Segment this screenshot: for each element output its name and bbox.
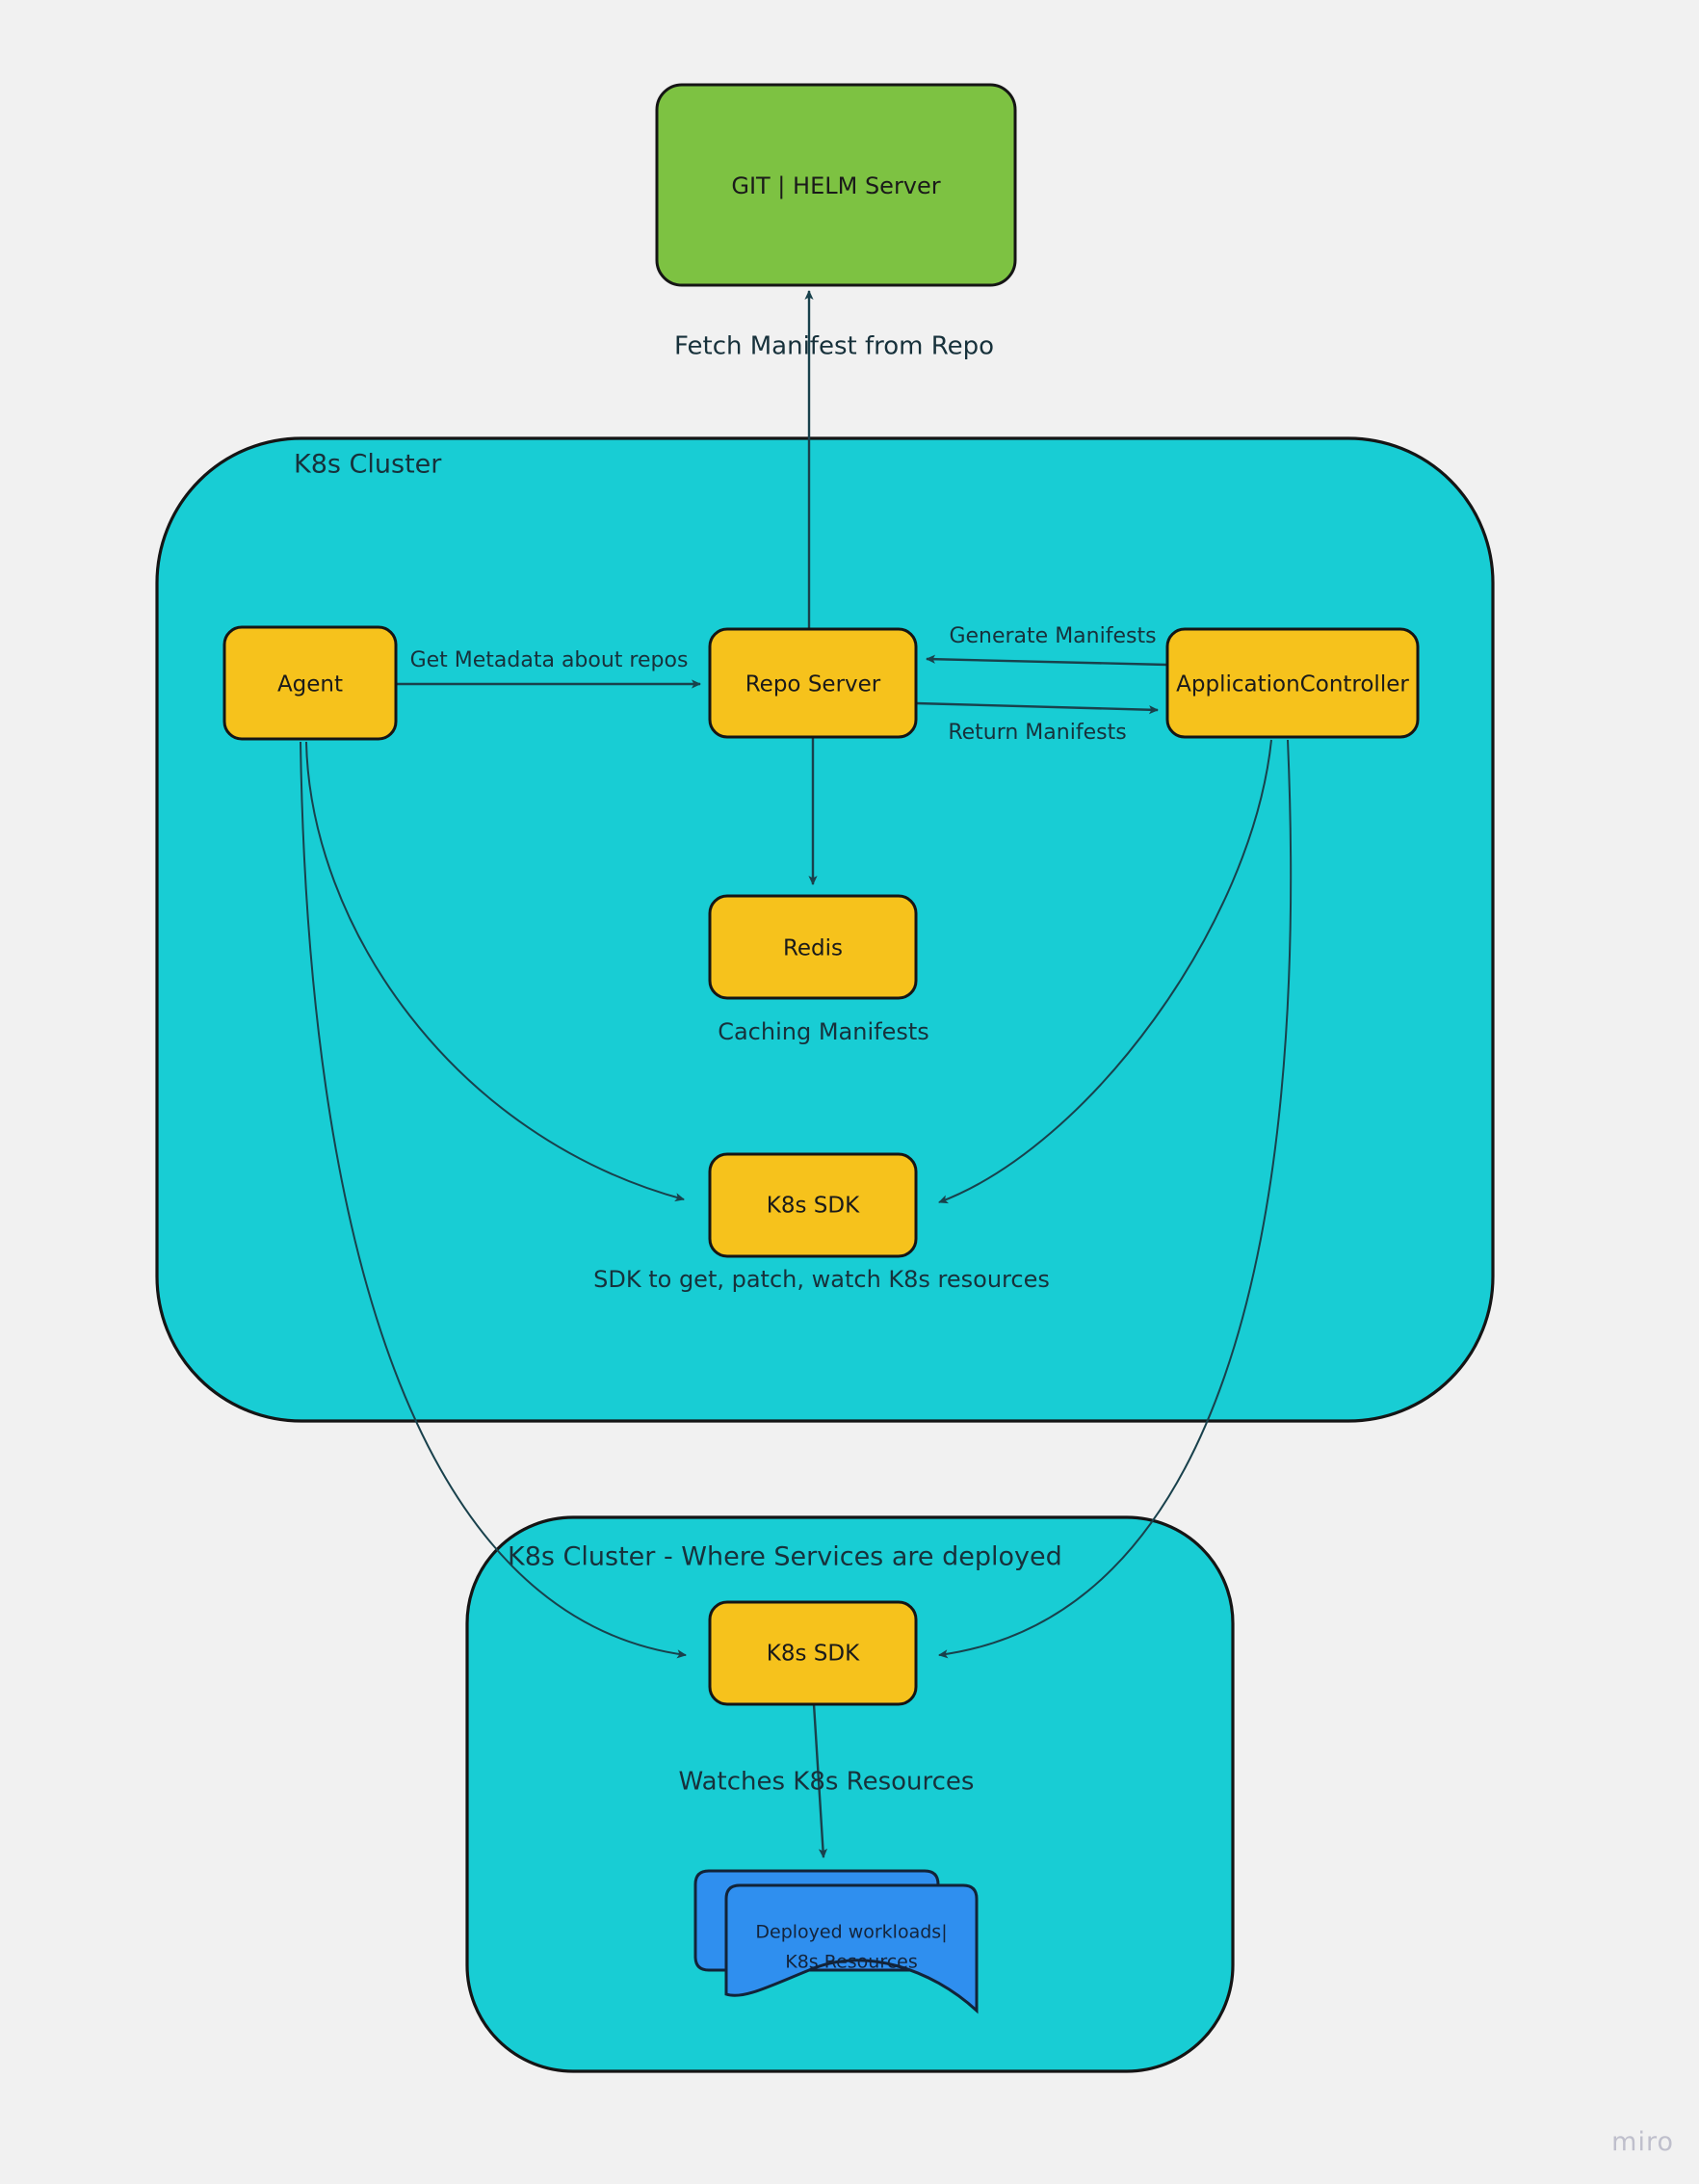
redis-label: Redis (783, 936, 843, 961)
application-controller-rect[interactable] (1165, 627, 1420, 739)
k8s-sdk-control-label: K8s SDK (767, 1194, 860, 1219)
node-k8s-sdk-workload[interactable]: K8s SDK (708, 1600, 918, 1706)
edge-repo-server-to-controller (915, 701, 1159, 715)
miro-watermark: miro (1611, 2127, 1674, 2157)
k8s-cluster-workload-rect (465, 1515, 1235, 2073)
edge-label-sdk-purpose: SDK to get, patch, watch K8s resources (593, 1266, 1050, 1293)
group-k8s-cluster-workload: K8s Cluster - Where Services are deploye… (465, 1515, 1235, 2073)
deployed-workloads-line2: K8s Resources (785, 1952, 918, 1973)
agent-label: Agent (277, 672, 343, 697)
git-helm-server-rect[interactable] (655, 83, 1017, 287)
edge-agent-to-k8s-sdk-workload (300, 741, 687, 1659)
node-git-helm-server[interactable]: GIT | HELM Server (655, 83, 1017, 287)
k8s-cluster-workload-title: K8s Cluster - Where Services are deploye… (508, 1542, 1062, 1572)
edge-label-get-metadata: Get Metadata about repos (410, 648, 689, 672)
application-controller-label: ApplicationController (1176, 672, 1409, 697)
k8s-sdk-workload-rect[interactable] (708, 1600, 918, 1706)
node-redis[interactable]: Redis (708, 894, 918, 1000)
edges-layer (300, 290, 1293, 1858)
agent-rect[interactable] (222, 625, 398, 741)
k8s-cluster-control-title: K8s Cluster (294, 450, 442, 480)
redis-rect[interactable] (708, 894, 918, 1000)
deployed-workloads-line1: Deployed workloads| (755, 1922, 947, 1943)
node-application-controller[interactable]: ApplicationController (1165, 627, 1420, 739)
edge-k8s-sdk-workload-to-workloads (812, 1703, 828, 1858)
edge-controller-to-repo-server (926, 654, 1168, 667)
node-agent[interactable]: Agent (222, 625, 398, 741)
node-repo-server[interactable]: Repo Server (708, 627, 918, 739)
repo-server-label: Repo Server (745, 672, 881, 697)
edge-label-return-manifests: Return Manifests (948, 721, 1126, 745)
k8s-sdk-control-rect[interactable] (708, 1152, 918, 1258)
node-deployed-workloads[interactable]: Deployed workloads| K8s Resources (693, 1869, 979, 2014)
edge-label-generate-manifests: Generate Manifests (949, 624, 1156, 648)
edge-label-fetch-manifest: Fetch Manifest from Repo (674, 332, 994, 361)
edge-controller-to-k8s-sdk-workload (938, 739, 1293, 1659)
repo-server-rect[interactable] (708, 627, 918, 739)
edge-agent-to-k8s-sdk-control (305, 741, 685, 1202)
k8s-sdk-workload-label: K8s SDK (767, 1642, 860, 1667)
edge-label-caching-manifests: Caching Manifests (718, 1018, 929, 1045)
deployed-workloads-front-sheet[interactable] (724, 1883, 979, 2014)
node-k8s-sdk-control[interactable]: K8s SDK (708, 1152, 918, 1258)
edge-label-watches-k8s-resources: Watches K8s Resources (679, 1768, 975, 1797)
edge-controller-to-k8s-sdk-control (938, 739, 1272, 1204)
git-helm-server-label: GIT | HELM Server (731, 172, 940, 199)
edge-labels-layer: Fetch Manifest from Repo Get Metadata ab… (410, 332, 1157, 1797)
